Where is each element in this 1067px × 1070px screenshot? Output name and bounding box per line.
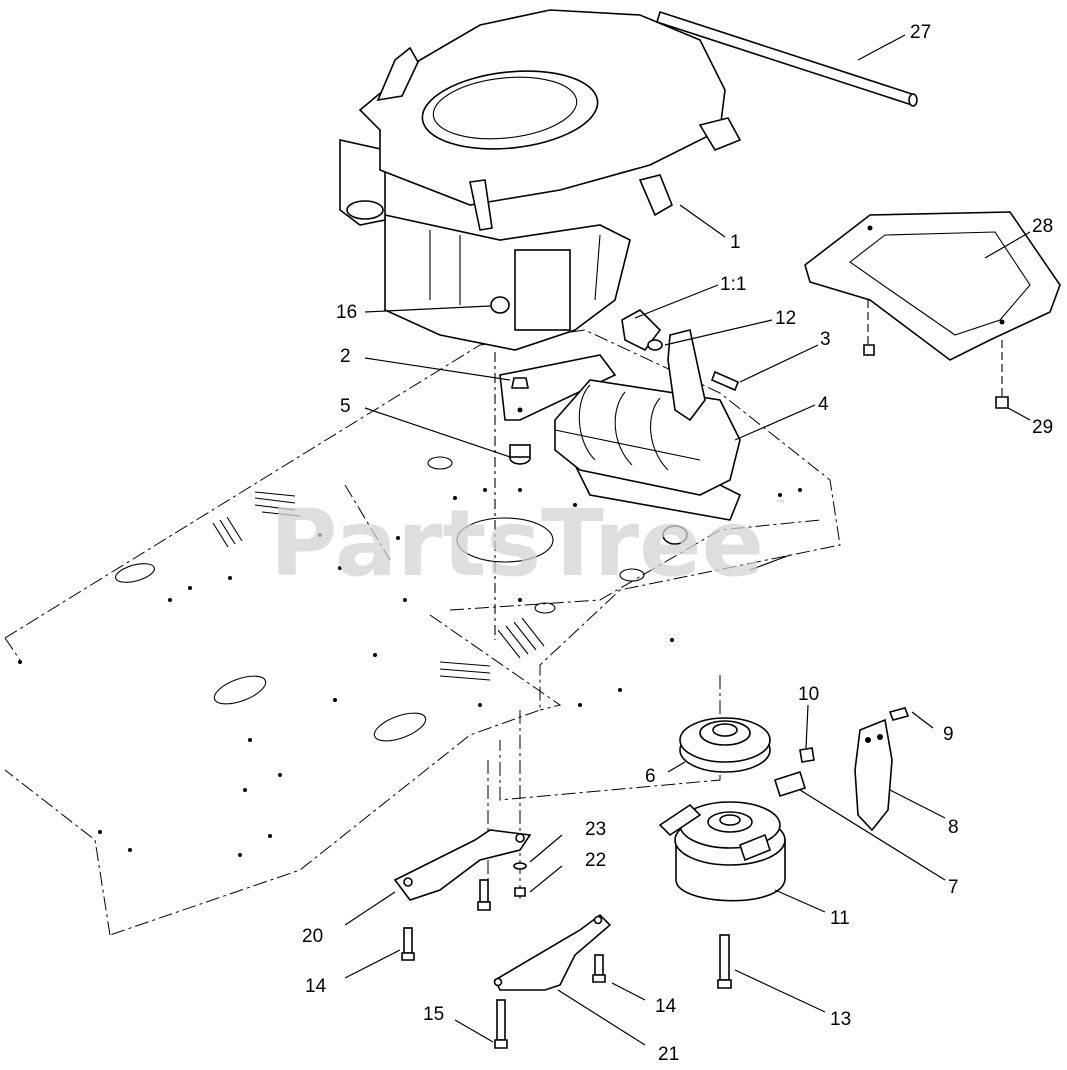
callout-8: 8: [948, 817, 959, 838]
callout-13: 13: [830, 1009, 851, 1030]
callout-14-right: 14: [655, 996, 677, 1017]
callout-9: 9: [943, 724, 954, 745]
callout-10: 10: [798, 684, 819, 705]
callout-5: 5: [340, 396, 351, 417]
pulley: [679, 717, 771, 773]
watermark-trademark: ™: [775, 498, 786, 511]
muffler: [554, 309, 741, 545]
callout-27: 27: [910, 22, 931, 43]
callout-28: 28: [1032, 216, 1053, 237]
callout-1-1: 1:1: [720, 274, 746, 295]
callout-11: 11: [830, 908, 850, 929]
callout-2: 2: [340, 346, 351, 367]
callout-23: 23: [585, 819, 606, 840]
callout-4: 4: [818, 394, 829, 415]
watermark-text: PartsTree: [270, 490, 764, 597]
callout-16: 16: [336, 302, 357, 323]
callout-15: 15: [423, 1004, 444, 1025]
engine-mount-hardware: [509, 377, 531, 492]
brackets-lower: [393, 829, 732, 1049]
callout-14-left: 14: [305, 976, 327, 997]
leader-lines: [344, 34, 1031, 1046]
callout-6: 6: [645, 766, 656, 787]
heat-shield: [804, 211, 1061, 409]
callout-29: 29: [1032, 417, 1053, 438]
clutch-bracket: [773, 707, 910, 832]
callout-12: 12: [775, 308, 796, 329]
engine: [339, 9, 742, 640]
callout-22: 22: [585, 850, 606, 871]
callout-labels: 27 1 28 1:1 16 12 3 2 5 4 29 10 9 6 8 23…: [302, 22, 1053, 1065]
mower-frame: [4, 329, 841, 936]
callout-1: 1: [730, 232, 741, 253]
callout-21: 21: [658, 1044, 679, 1065]
tube: [656, 10, 918, 107]
callout-3: 3: [820, 329, 831, 350]
callout-7: 7: [948, 877, 959, 898]
callout-20: 20: [302, 926, 323, 947]
electric-clutch: [658, 801, 786, 902]
